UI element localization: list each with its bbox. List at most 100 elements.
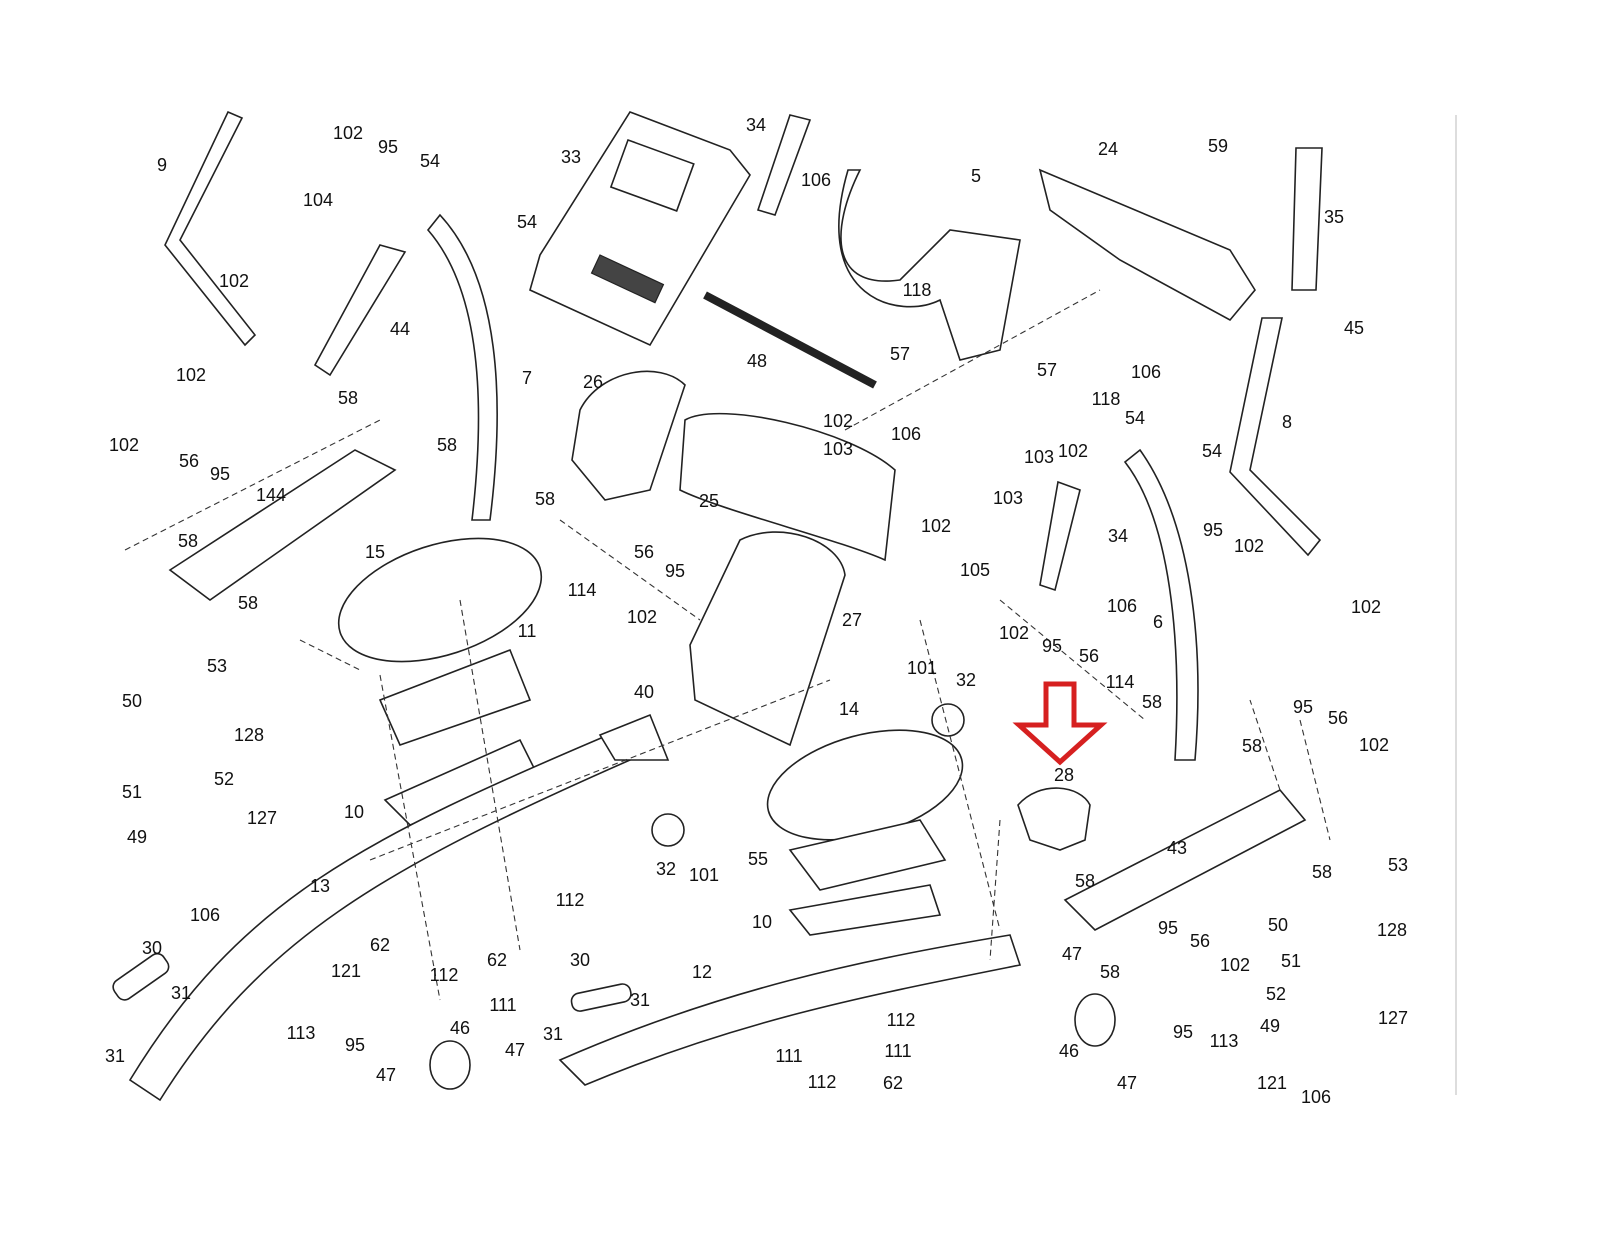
callout-part-95: 95 <box>344 1035 366 1055</box>
part-46-wheel-right <box>1074 993 1116 1047</box>
callout-part-31: 31 <box>104 1046 126 1066</box>
callout-part-62: 62 <box>369 935 391 955</box>
part-10-plate-right <box>788 884 942 936</box>
callout-part-103: 103 <box>822 439 854 459</box>
part-28-cap <box>1017 787 1091 851</box>
callout-part-54: 54 <box>1124 408 1146 428</box>
part-6-right-arm <box>1123 448 1199 761</box>
part-48-axle <box>703 291 877 389</box>
callout-part-31: 31 <box>629 990 651 1010</box>
callout-part-121: 121 <box>1256 1073 1288 1093</box>
callout-part-56: 56 <box>633 542 655 562</box>
callout-part-58: 58 <box>237 593 259 613</box>
callout-part-114: 114 <box>1105 672 1135 692</box>
callout-part-31: 31 <box>170 983 192 1003</box>
callout-part-112: 112 <box>429 965 459 985</box>
console-screen <box>609 138 695 212</box>
callout-part-118: 118 <box>1091 389 1121 409</box>
callout-part-95: 95 <box>664 561 686 581</box>
part-12-pedal-arm <box>558 934 1022 1086</box>
part-32-roller-a <box>931 703 965 737</box>
callout-part-104: 104 <box>302 190 334 210</box>
part-30-cap-left <box>112 952 170 1001</box>
callout-part-30: 30 <box>141 938 163 958</box>
callout-part-56: 56 <box>1327 708 1349 728</box>
part-40-cap <box>598 713 670 761</box>
part-34-grip-top <box>756 114 812 216</box>
callout-part-144: 144 <box>255 485 287 505</box>
callout-part-53: 53 <box>206 656 228 676</box>
callout-part-111: 111 <box>489 995 517 1015</box>
callout-part-106: 106 <box>1300 1087 1332 1107</box>
part-27-shroud <box>689 531 846 747</box>
part-9-left-upper-arm <box>164 110 257 347</box>
callout-part-40: 40 <box>633 682 655 702</box>
callout-part-102: 102 <box>1233 536 1265 556</box>
callout-part-45: 45 <box>1343 318 1365 338</box>
callout-part-54: 54 <box>1201 441 1223 461</box>
callout-part-58: 58 <box>1241 736 1263 756</box>
callout-part-106: 106 <box>189 905 221 925</box>
callout-part-62: 62 <box>882 1073 904 1093</box>
callout-part-58: 58 <box>1074 871 1096 891</box>
callout-part-58: 58 <box>177 531 199 551</box>
callout-part-127: 127 <box>246 808 278 828</box>
callout-part-52: 52 <box>1265 984 1287 1004</box>
callout-part-35: 35 <box>1323 207 1345 227</box>
callout-part-102: 102 <box>626 607 658 627</box>
callout-part-95: 95 <box>377 137 399 157</box>
callout-part-56: 56 <box>178 451 200 471</box>
callout-part-10: 10 <box>343 802 365 822</box>
callout-part-58: 58 <box>337 388 359 408</box>
callout-part-49: 49 <box>1259 1016 1281 1036</box>
callout-part-113: 113 <box>1209 1031 1239 1051</box>
callout-part-103: 103 <box>1023 447 1055 467</box>
callout-part-106: 106 <box>890 424 922 444</box>
part-7-left-arm <box>426 213 498 521</box>
callout-part-121: 121 <box>330 961 362 981</box>
callout-part-10: 10 <box>751 912 773 932</box>
callout-part-57: 57 <box>1036 360 1058 380</box>
callout-part-106: 106 <box>800 170 832 190</box>
callout-part-47: 47 <box>504 1040 526 1060</box>
callout-part-46: 46 <box>449 1018 471 1038</box>
callout-part-43: 43 <box>1166 838 1188 858</box>
part-44-grip <box>313 244 407 377</box>
callout-part-102: 102 <box>920 516 952 536</box>
callout-part-57: 57 <box>889 344 911 364</box>
callout-part-101: 101 <box>906 658 938 678</box>
part-46-wheel-left <box>429 1040 471 1090</box>
callout-part-102: 102 <box>218 271 250 291</box>
callout-part-33: 33 <box>560 147 582 167</box>
callout-part-114: 114 <box>567 580 597 600</box>
callout-part-53: 53 <box>1387 855 1409 875</box>
highlight-arrow-icon <box>1012 681 1108 766</box>
callout-part-111: 111 <box>884 1041 912 1061</box>
callout-part-95: 95 <box>1202 520 1224 540</box>
callout-part-30: 30 <box>569 950 591 970</box>
callout-part-24: 24 <box>1097 139 1119 159</box>
part-35-right-upper-arm <box>1291 147 1323 291</box>
callout-part-58: 58 <box>1311 862 1333 882</box>
callout-part-28-highlighted: 28 <box>1053 765 1075 785</box>
callout-part-50: 50 <box>1267 915 1289 935</box>
callout-part-52: 52 <box>213 769 235 789</box>
callout-part-95: 95 <box>209 464 231 484</box>
callout-part-15: 15 <box>364 542 386 562</box>
callout-part-102: 102 <box>175 365 207 385</box>
callout-part-112: 112 <box>555 890 585 910</box>
callout-part-102: 102 <box>332 123 364 143</box>
part-30-cap-right <box>570 983 632 1012</box>
callout-part-25: 25 <box>698 491 720 511</box>
callout-part-8: 8 <box>1281 412 1293 432</box>
part-25-shroud <box>679 412 896 562</box>
callout-part-31: 31 <box>542 1024 564 1044</box>
part-34-grip-right <box>1039 480 1081 592</box>
callout-part-58: 58 <box>534 489 556 509</box>
callout-part-102: 102 <box>1350 597 1382 617</box>
callout-part-34: 34 <box>1107 526 1129 546</box>
part-15-pedal <box>337 537 543 663</box>
callout-part-118: 118 <box>902 280 932 300</box>
